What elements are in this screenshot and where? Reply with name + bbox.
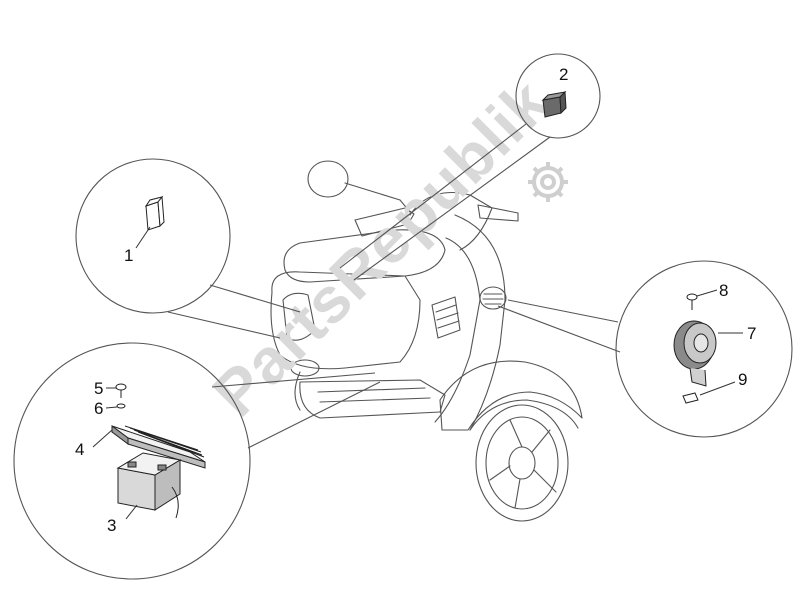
callout-9: 9	[738, 370, 747, 389]
gear-icon	[528, 162, 568, 202]
part-3-battery	[116, 452, 182, 519]
watermark: PartsRepublik	[199, 65, 568, 430]
callout-7: 7	[747, 324, 756, 343]
part-1-relay-bracket	[144, 195, 165, 231]
callout-4: 4	[75, 440, 84, 459]
part-8-screw	[686, 293, 698, 310]
callout-8: 8	[719, 281, 728, 300]
callout-3: 3	[107, 516, 116, 535]
part-6-washer	[116, 403, 126, 409]
detail-circle-item-2	[339, 53, 601, 281]
part-2-relay	[541, 90, 567, 118]
part-7-horn	[673, 320, 717, 387]
detail-circle-item-1	[75, 158, 301, 339]
detail-circle-items-7-9	[497, 260, 793, 438]
callout-2: 2	[559, 65, 568, 84]
part-9-nut	[682, 392, 699, 404]
detail-circle-items-3-6	[13, 342, 381, 580]
callout-labels: 1 2 3 4 5 6 7 8 9	[75, 65, 756, 535]
callout-6: 6	[94, 399, 103, 418]
watermark-text: PartsRepublik	[199, 65, 563, 429]
scooter-illustration	[270, 160, 583, 522]
part-4-battery-holder	[111, 425, 206, 469]
callout-1: 1	[124, 246, 133, 265]
callout-5: 5	[94, 379, 103, 398]
part-5-screw	[115, 383, 127, 398]
